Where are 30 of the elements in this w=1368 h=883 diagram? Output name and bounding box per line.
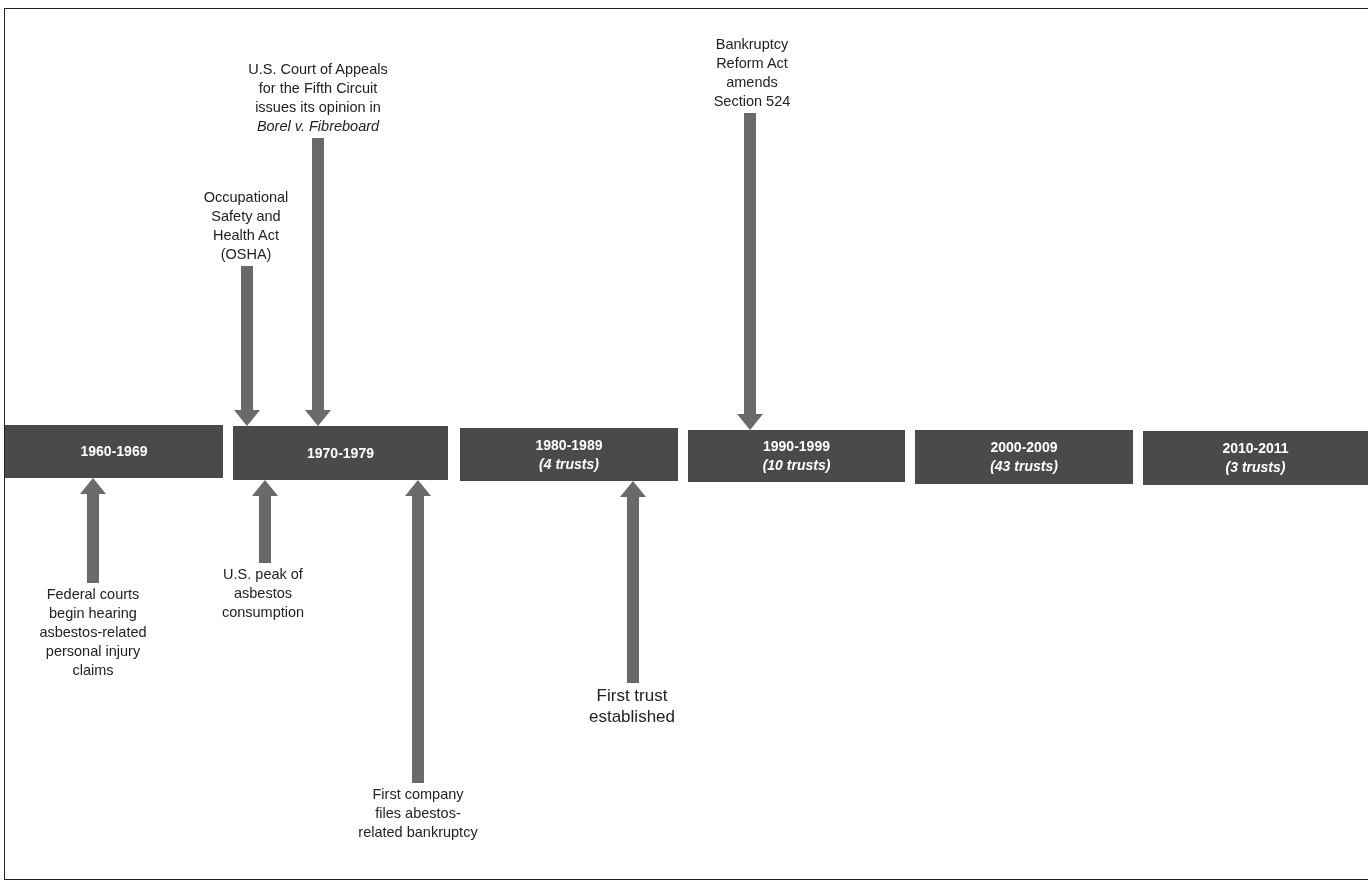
arrow [252,480,278,563]
period-bar [460,428,678,481]
period-label: 1990-1999 [763,437,830,456]
arrow [405,480,431,783]
period-bar [1143,431,1368,485]
period-label: 1980-1989 [535,435,603,455]
period-bar [688,430,905,482]
period-label: 1960-1969 [80,442,148,461]
event-text: Occupational Safety and Health Act (OSHA) [196,188,296,264]
trust-count: (10 trusts) [762,456,831,475]
trust-count: (43 trusts) [990,457,1058,476]
period-bar [915,430,1133,484]
trust-count: (3 trusts) [1225,458,1286,477]
event-text: U.S. Court of Appeals for the Fifth Circuit issues its opinion in Borel v. Fibreboard [240,60,396,136]
arrow [305,138,331,426]
arrow [234,266,260,426]
arrow [737,113,763,430]
event-text: U.S. peak of asbestos consumption [210,565,316,622]
period-bar [233,426,448,480]
event-text: Federal courts begin hearing asbestos-related personal injury claims [28,585,158,680]
period-bar [5,425,223,478]
trust-count: (4 trusts) [539,454,599,474]
period-label: 1970-1979 [307,443,374,463]
period-label: 2000-2009 [990,438,1058,457]
event-text: First trust established [567,685,697,727]
arrow [620,481,646,683]
period-label: 2010-2011 [1222,439,1289,458]
event-text: Bankruptcy Reform Act amends Section 524 [707,35,797,111]
arrow [80,478,106,583]
event-text: First company files abestos-related bankruptcy [358,785,478,842]
